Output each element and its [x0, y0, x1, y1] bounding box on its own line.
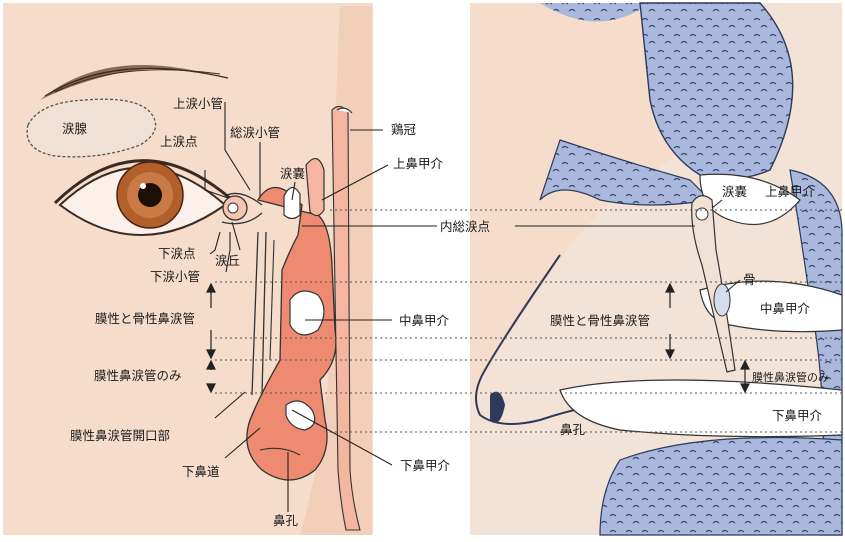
label-duct-opening: 膜性鼻涙管開口部 — [70, 428, 170, 443]
label-inferior-turbinate: 下鼻甲介 — [400, 458, 451, 473]
label-inferior-canaliculus: 下涙小管 — [150, 269, 200, 284]
label-right-membranous-bony-duct: 膜性と骨性鼻涙管 — [550, 313, 650, 328]
label-lacrimal-gland: 涙腺 — [62, 121, 88, 136]
caruncle-core — [228, 203, 238, 213]
label-membranous-bony-duct: 膜性と骨性鼻涙管 — [95, 311, 195, 326]
label-right-nostril: 鼻孔 — [560, 422, 586, 437]
right-panel — [470, 3, 842, 535]
label-superior-turbinate: 上鼻甲介 — [393, 156, 444, 171]
label-membranous-duct-only: 膜性鼻涙管のみ — [94, 368, 182, 383]
label-right-middle-turbinate: 中鼻甲介 — [760, 301, 811, 316]
label-right-membranous-duct-only: 膜性鼻涙管のみ — [752, 370, 829, 384]
label-crista-galli: 鶏冠 — [391, 122, 417, 137]
label-right-bone: 骨 — [743, 272, 756, 287]
label-inferior-punctum: 下涙点 — [158, 246, 196, 261]
label-nostril: 鼻孔 — [273, 513, 299, 528]
label-right-superior-turbinate: 上鼻甲介 — [765, 184, 816, 199]
label-superior-punctum: 上涙点 — [160, 134, 198, 149]
eye-highlight — [140, 183, 146, 189]
label-lacrimal-sac: 涙嚢 — [280, 166, 306, 181]
label-superior-canaliculus: 上涙小管 — [173, 96, 223, 111]
middle-turbinate-shape — [290, 291, 324, 335]
label-right-inferior-turbinate: 下鼻甲介 — [772, 408, 823, 423]
label-common-canaliculus: 総涙小管 — [230, 125, 280, 140]
label-middle-turbinate: 中鼻甲介 — [399, 313, 450, 328]
label-inferior-meatus: 下鼻道 — [182, 464, 220, 479]
label-internal-common-punctum: 内総涙点 — [440, 219, 490, 234]
lacrimal-sac-shape — [284, 187, 300, 218]
label-right-lacrimal-sac: 涙嚢 — [722, 184, 748, 199]
label-lacrimal-caruncle: 涙丘 — [215, 253, 240, 268]
bone-marker — [714, 284, 730, 316]
